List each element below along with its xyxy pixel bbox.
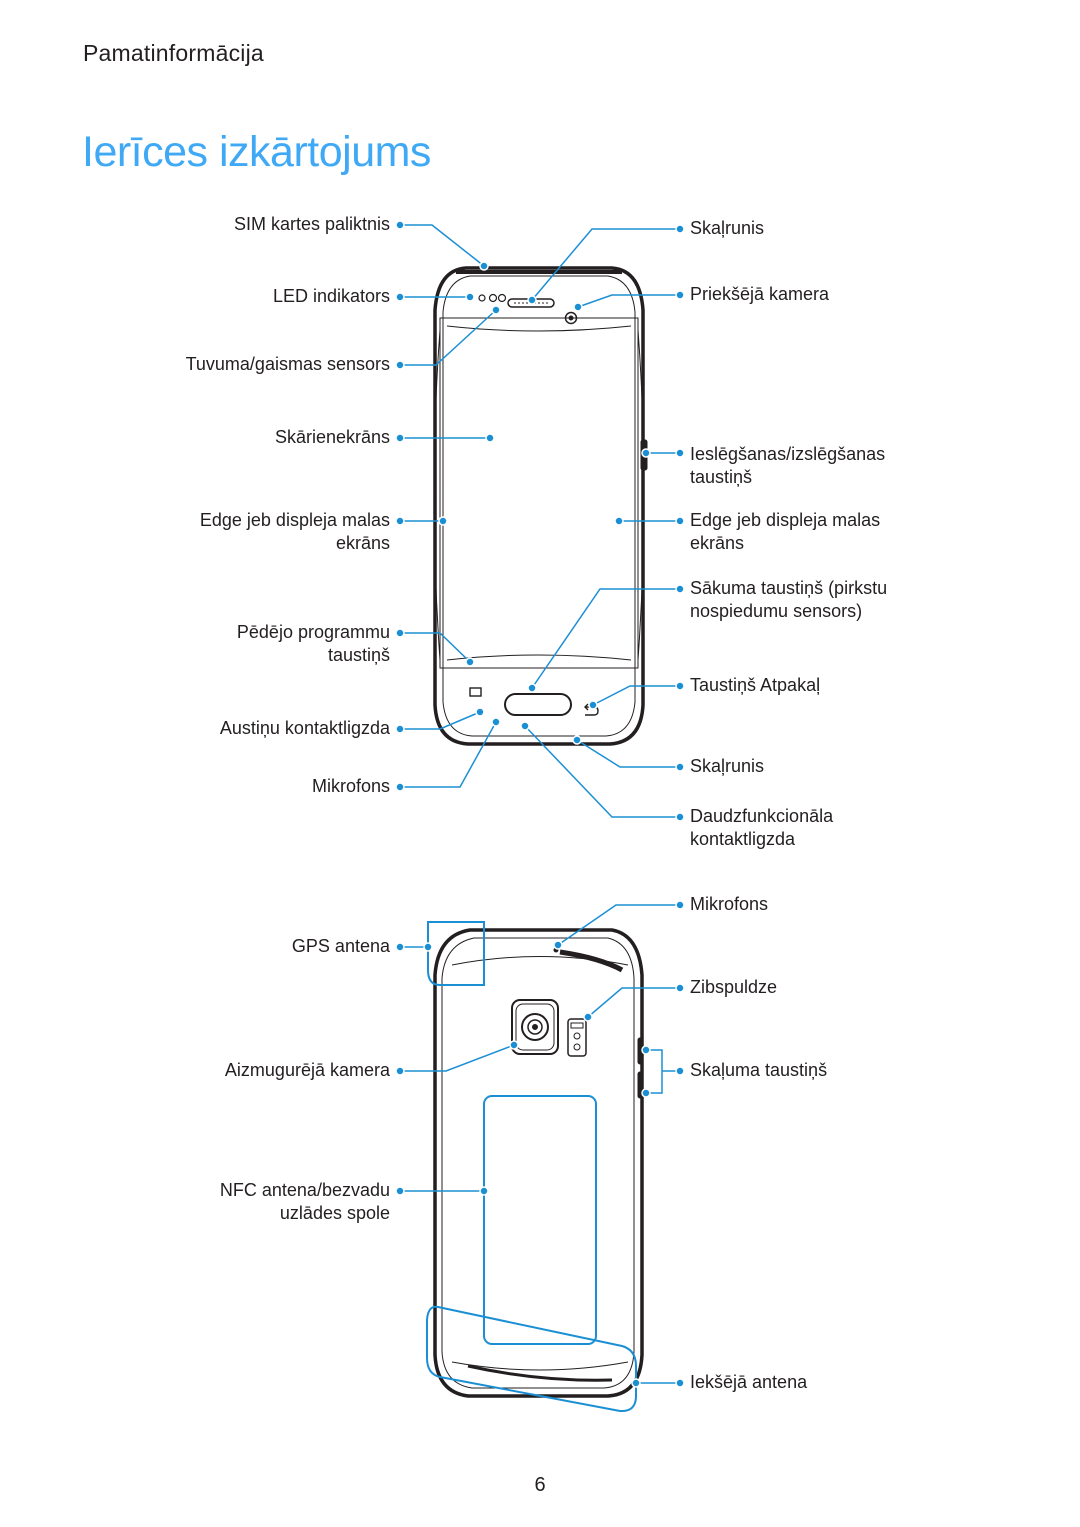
label-speaker-bottom: Skaļrunis xyxy=(690,756,765,776)
callout-dot xyxy=(675,584,685,594)
callout-dot xyxy=(465,292,475,302)
label-gps-antenna: GPS antena xyxy=(291,936,390,956)
callout-dot xyxy=(479,261,489,271)
callout-dot xyxy=(395,724,405,734)
label-line: Ieslēgšanas/izslēgšanas xyxy=(690,444,886,464)
callout-dot xyxy=(675,681,685,691)
callout-dot xyxy=(614,516,624,526)
label-line: taustiņš xyxy=(690,467,753,487)
callout-dot xyxy=(675,290,685,300)
label-microphone-bottom: Mikrofons xyxy=(311,776,390,796)
leader-lines xyxy=(400,224,680,1384)
callout-dot xyxy=(631,1378,641,1388)
callout-dot xyxy=(675,1066,685,1076)
callout-dot xyxy=(509,1040,519,1050)
callout-dot xyxy=(527,295,537,305)
callout-dot xyxy=(438,516,448,526)
callout-dot xyxy=(491,305,501,315)
callout-dot xyxy=(395,942,405,952)
label-line: Daudzfunkcionāla xyxy=(690,806,834,826)
label-front-camera: Priekšējā kamera xyxy=(690,284,830,304)
callout-dot xyxy=(395,1066,405,1076)
callout-dot xyxy=(475,707,485,717)
label-edge-screen-left: Edge jeb displeja malas ekrāns xyxy=(200,509,390,555)
callout-dot xyxy=(395,433,405,443)
callout-dot xyxy=(675,516,685,526)
callout-dot xyxy=(491,717,501,727)
label-line: kontaktligzda xyxy=(690,829,796,849)
label-home-key: Sākuma taustiņš (pirkstu nospiedumu sens… xyxy=(690,577,887,623)
callout-dot xyxy=(675,983,685,993)
label-line: taustiņš xyxy=(327,645,390,665)
callout-dot xyxy=(395,516,405,526)
callout-dot xyxy=(573,302,583,312)
label-line: nospiedumu sensors) xyxy=(690,601,863,621)
dot xyxy=(395,220,405,230)
label-earphone-jack: Austiņu kontaktligzda xyxy=(219,718,390,738)
callout-dot xyxy=(395,628,405,638)
page-number: 6 xyxy=(534,1474,546,1496)
label-speaker-top: Skaļrunis xyxy=(690,218,765,238)
label-proximity-sensor: Tuvuma/gaismas sensors xyxy=(185,354,390,374)
label-line: Pēdējo programmu xyxy=(236,622,390,642)
page-title: Ierīces izkārtojums xyxy=(82,128,431,176)
callout-dot xyxy=(641,1088,651,1098)
label-flash: Zibspuldze xyxy=(690,977,778,997)
callout-dot xyxy=(479,1186,489,1196)
back-phone-illustration xyxy=(433,928,644,1398)
callout-dot xyxy=(395,1186,405,1196)
callout-dot xyxy=(395,360,405,370)
callout-dot xyxy=(675,900,685,910)
label-multipurpose-jack: Daudzfunkcionāla kontaktligzda xyxy=(690,805,833,851)
label-line: Sākuma taustiņš (pirkstu xyxy=(690,578,888,598)
callout-dot xyxy=(527,683,537,693)
label-volume-key: Skaļuma taustiņš xyxy=(690,1060,828,1080)
callout-dot xyxy=(572,735,582,745)
label-line: ekrāns xyxy=(690,533,745,553)
callout-dot xyxy=(675,224,685,234)
section-header: Pamatinformācija xyxy=(83,40,264,66)
inner-antenna-region xyxy=(426,1305,637,1413)
label-led-indicator: LED indikators xyxy=(272,286,390,306)
callout-dot xyxy=(675,812,685,822)
label-sim-tray: SIM kartes paliktnis xyxy=(233,214,390,234)
callout-dot xyxy=(583,1012,593,1022)
callout-dot xyxy=(520,721,530,731)
label-line: ekrāns xyxy=(335,533,390,553)
callout-dot xyxy=(395,292,405,302)
callout-dot xyxy=(423,942,433,952)
callout-dot xyxy=(588,700,598,710)
callout-dot xyxy=(465,657,475,667)
label-nfc-antenna: NFC antena/bezvadu uzlādes spole xyxy=(220,1179,390,1225)
antenna-regions xyxy=(426,921,637,1413)
label-line: Edge jeb displeja malas xyxy=(199,510,390,530)
label-line: uzlādes spole xyxy=(279,1203,390,1223)
callout-dot xyxy=(675,762,685,772)
label-rear-camera: Aizmugurējā kamera xyxy=(224,1060,390,1080)
front-phone-illustration xyxy=(433,266,648,746)
label-touchscreen: Skārienekrāns xyxy=(274,427,390,447)
callout-dot xyxy=(675,1378,685,1388)
gps-antenna-region xyxy=(427,921,485,986)
label-back-key: Taustiņš Atpakaļ xyxy=(690,675,821,695)
callout-dot xyxy=(675,448,685,458)
label-recent-apps-key: Pēdējo programmu taustiņš xyxy=(237,621,390,667)
nfc-coil-region xyxy=(483,1095,597,1345)
callout-dot xyxy=(641,448,651,458)
callout-dots xyxy=(395,220,685,1388)
callout-dot xyxy=(395,782,405,792)
label-power-key: Ieslēgšanas/izslēgšanas taustiņš xyxy=(690,443,885,489)
callout-dot xyxy=(553,940,563,950)
label-line: Edge jeb displeja malas xyxy=(690,510,881,530)
label-inner-antenna: Iekšējā antena xyxy=(690,1372,808,1392)
callout-dot xyxy=(485,433,495,443)
label-microphone-top: Mikrofons xyxy=(690,894,769,914)
callout-dot xyxy=(641,1045,651,1055)
label-line: NFC antena/bezvadu xyxy=(219,1180,390,1200)
label-edge-screen-right: Edge jeb displeja malas ekrāns xyxy=(690,509,880,555)
